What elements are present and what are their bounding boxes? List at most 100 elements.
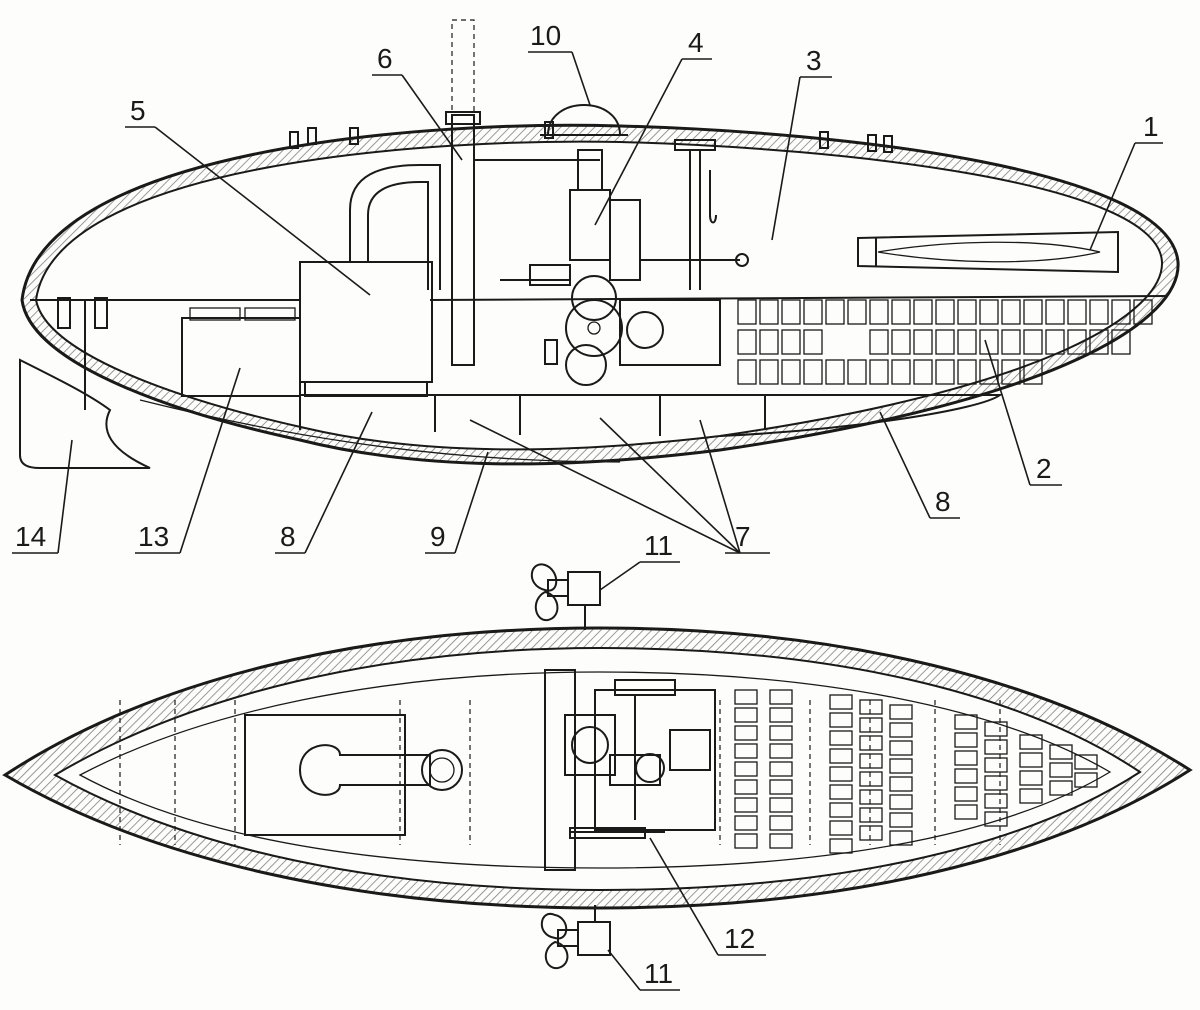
top-battery-cell [734,833,758,849]
top-battery-cell [769,725,793,741]
top-battery-cell [829,838,853,854]
battery-cell [737,329,757,355]
callout-4: 4 [688,27,704,58]
top-inner-deck [78,671,1112,869]
top-battery-cells [734,689,1098,854]
deck-bollard-2 [307,127,317,145]
side-view [19,19,1180,469]
propeller-top [530,563,601,630]
top-battery-cell [1049,780,1073,796]
top-battery-cell [954,786,978,802]
top-battery-cell [829,712,853,728]
battery-cell [935,329,955,355]
battery-cell [847,299,867,325]
top-battery-cell [984,811,1008,827]
top-battery-cell [889,740,913,756]
battery-cell [935,299,955,325]
deck-line-fore [429,295,1169,301]
top-view [2,563,1193,970]
callout-9: 9 [430,521,446,552]
battery-cell [781,299,801,325]
top-battery-cell [1074,772,1098,788]
top-battery-cell [889,794,913,810]
top-battery-cell [889,722,913,738]
top-battery-cell [769,761,793,777]
top-battery-cell [829,784,853,800]
battery-cell [737,299,757,325]
battery-cell [1045,299,1065,325]
battery-cell [1133,299,1153,325]
battery-cell [869,299,889,325]
battery-cell [979,299,999,325]
top-battery-cell [734,797,758,813]
battery-cell [869,329,889,355]
battery-cell [913,299,933,325]
battery-cell [1089,299,1109,325]
battery-cell [759,359,779,385]
top-battery-cell [829,802,853,818]
battery-cell [803,359,823,385]
top-battery-cell [829,748,853,764]
battery-cell [1023,299,1043,325]
battery-cell [1001,299,1021,325]
keel-outer-curve [139,399,621,463]
battery-cells [737,299,1153,385]
top-battery-cell [889,758,913,774]
top-battery-cell [859,825,883,841]
top-battery-cell [859,807,883,823]
battery-cell [935,359,955,385]
top-battery-cell [984,793,1008,809]
top-battery-cell [769,689,793,705]
battery-cell [913,359,933,385]
top-battery-cell [984,721,1008,737]
top-battery-cell [734,725,758,741]
top-battery-cell [1019,752,1043,768]
callout-8-right: 8 [935,486,951,517]
top-battery-cell [734,689,758,705]
top-chimney [421,749,463,791]
snorkel-mast [451,114,475,366]
top-hull-hatch [5,628,1190,908]
deck-bollard-6 [867,134,877,152]
battery-cell [737,359,757,385]
top-battery-cell [829,766,853,782]
battery-cell [759,329,779,355]
battery-cell [891,299,911,325]
top-battery-cell [769,743,793,759]
battery-cell [781,329,801,355]
top-battery-cell [889,830,913,846]
battery-cell [891,359,911,385]
battery-cell [913,329,933,355]
battery-cell [957,359,977,385]
battery-cell [891,329,911,355]
callout-8-left: 8 [280,521,296,552]
battery-cell [957,299,977,325]
top-battery-cell [734,815,758,831]
top-battery-cell [769,815,793,831]
battery-cell [1045,329,1065,355]
battery-cell [1089,329,1109,355]
battery-cell [1001,329,1021,355]
top-hull-outer [2,626,1193,910]
battery-cell [1001,359,1021,385]
battery-cell [825,359,845,385]
top-battery-cell [829,820,853,836]
top-battery-cell [859,789,883,805]
top-battery-cell [984,775,1008,791]
battery-cell [825,299,845,325]
top-battery-cell [889,812,913,828]
battery-cell [803,329,823,355]
battery-cell [781,359,801,385]
callout-14: 14 [15,521,46,552]
top-battery-cell [889,704,913,720]
top-battery-cell [1019,788,1043,804]
top-battery-cell [769,707,793,723]
battery-cell [1111,299,1131,325]
battery-cell [803,299,823,325]
top-battery-cell [954,768,978,784]
top-battery-cell [859,717,883,733]
top-battery-cell [954,750,978,766]
top-battery-cell [889,776,913,792]
boiler [299,261,433,383]
